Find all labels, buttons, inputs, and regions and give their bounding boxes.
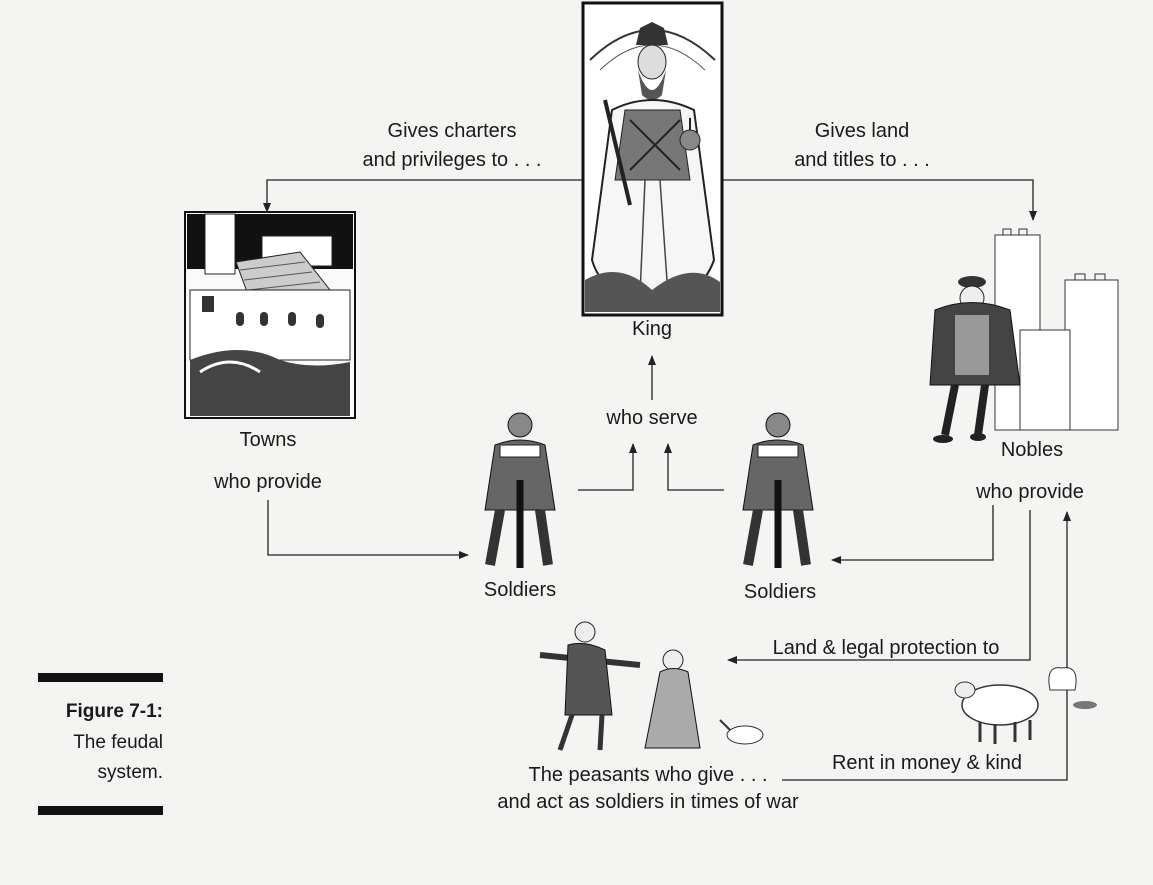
figure-caption-line1: The feudal: [73, 732, 163, 753]
arrow-soldiers-left-serve: [578, 443, 637, 491]
node-label-peasants-line1: The peasants who give . . .: [528, 764, 768, 786]
edge-label-charters-line1: Gives charters: [387, 120, 517, 142]
king-illustration: [581, 1, 724, 317]
arrow-king-to-nobles: [722, 179, 1037, 221]
arrow-nobles-to-peasants: [727, 510, 1031, 664]
edge-label-charters-line2: and privileges to . . .: [362, 149, 542, 171]
edge-label-who-serve: who serve: [606, 407, 698, 429]
node-label-king: King: [631, 318, 673, 340]
edge-label-land-protection: Land & legal protection to: [772, 637, 1000, 659]
arrow-towns-to-soldiers: [267, 500, 469, 559]
node-label-soldiers-right: Soldiers: [743, 581, 817, 603]
node-label-soldiers-left: Soldiers: [483, 579, 557, 601]
arrow-peasants-to-nobles: [782, 511, 1071, 781]
figure-caption-line2: system.: [97, 762, 163, 783]
edge-label-nobles-provide: who provide: [976, 481, 1084, 503]
arrow-soldiers-right-serve: [664, 443, 724, 491]
soldier-right-illustration: [742, 412, 814, 568]
peasants-illustration: [539, 621, 764, 751]
arrow-king-to-towns: [263, 179, 583, 213]
node-label-peasants-line2: and act as soldiers in times of war: [497, 791, 799, 813]
arrow-nobles-to-soldiers: [831, 505, 994, 564]
edge-label-rent: Rent in money & kind: [831, 752, 1023, 774]
edge-label-towns-provide: who provide: [214, 471, 322, 493]
node-label-nobles: Nobles: [1000, 439, 1064, 461]
caption-rule-top: [38, 673, 163, 682]
edge-label-land-line2: and titles to . . .: [794, 149, 930, 171]
soldier-left-illustration: [484, 412, 556, 568]
figure-number: Figure 7-1:: [65, 701, 163, 722]
towns-illustration: [184, 211, 356, 419]
node-label-towns: Towns: [239, 429, 297, 451]
nobles-illustration: [929, 228, 1119, 443]
caption-rule-bottom: [38, 806, 163, 815]
edge-label-land-line1: Gives land: [814, 120, 910, 142]
sheep-and-moneybag-illustration: [954, 667, 1097, 744]
